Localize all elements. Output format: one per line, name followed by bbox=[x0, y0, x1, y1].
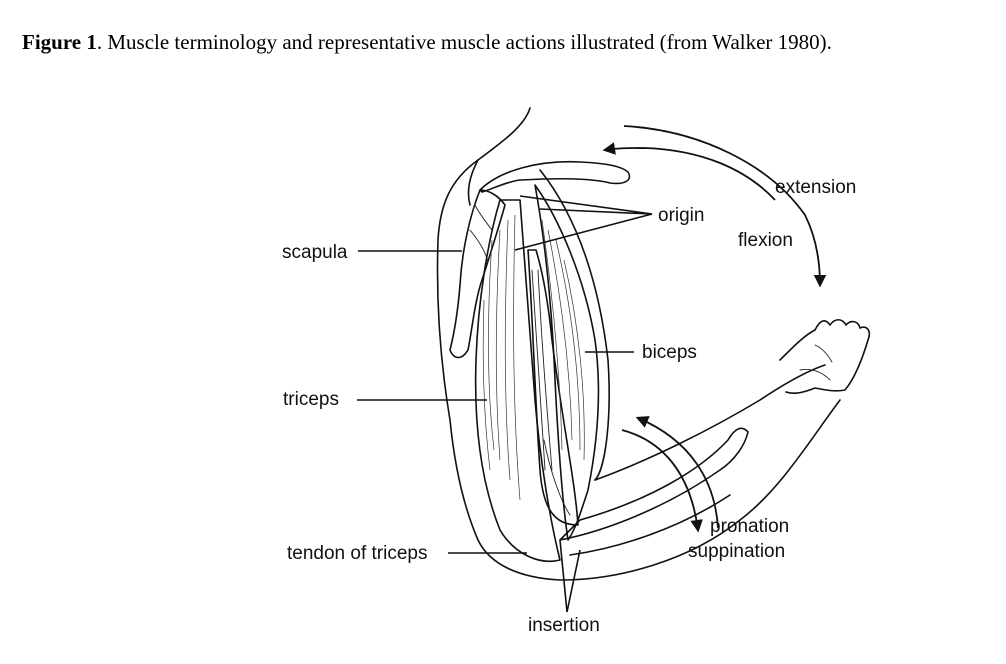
label-biceps: biceps bbox=[642, 342, 697, 363]
biceps-muscle bbox=[534, 184, 600, 541]
figure-caption: Figure 1. Muscle terminology and represe… bbox=[22, 30, 832, 55]
label-suppination: suppination bbox=[688, 541, 785, 562]
label-extension: extension bbox=[775, 177, 856, 198]
label-scapula: scapula bbox=[282, 242, 348, 263]
label-pronation: pronation bbox=[710, 516, 789, 537]
humerus-bone bbox=[527, 249, 579, 526]
leader-lines bbox=[357, 195, 653, 613]
extension-flexion-arrows bbox=[602, 125, 827, 288]
label-tendon-of-triceps: tendon of triceps bbox=[287, 543, 427, 564]
hand bbox=[779, 318, 871, 395]
caption-text: . Muscle terminology and representative … bbox=[96, 30, 832, 54]
triceps-muscle bbox=[474, 199, 561, 562]
clavicle bbox=[479, 160, 631, 193]
label-triceps: triceps bbox=[283, 389, 339, 410]
forearm-bones bbox=[559, 427, 749, 556]
pronation-suppination-arrows bbox=[621, 416, 719, 533]
body-outline bbox=[436, 107, 531, 541]
label-flexion: flexion bbox=[738, 230, 793, 251]
label-origin: origin bbox=[658, 205, 704, 226]
label-insertion: insertion bbox=[528, 615, 600, 636]
figure-label: Figure 1 bbox=[22, 30, 97, 54]
upper-arm-outline bbox=[477, 169, 841, 581]
